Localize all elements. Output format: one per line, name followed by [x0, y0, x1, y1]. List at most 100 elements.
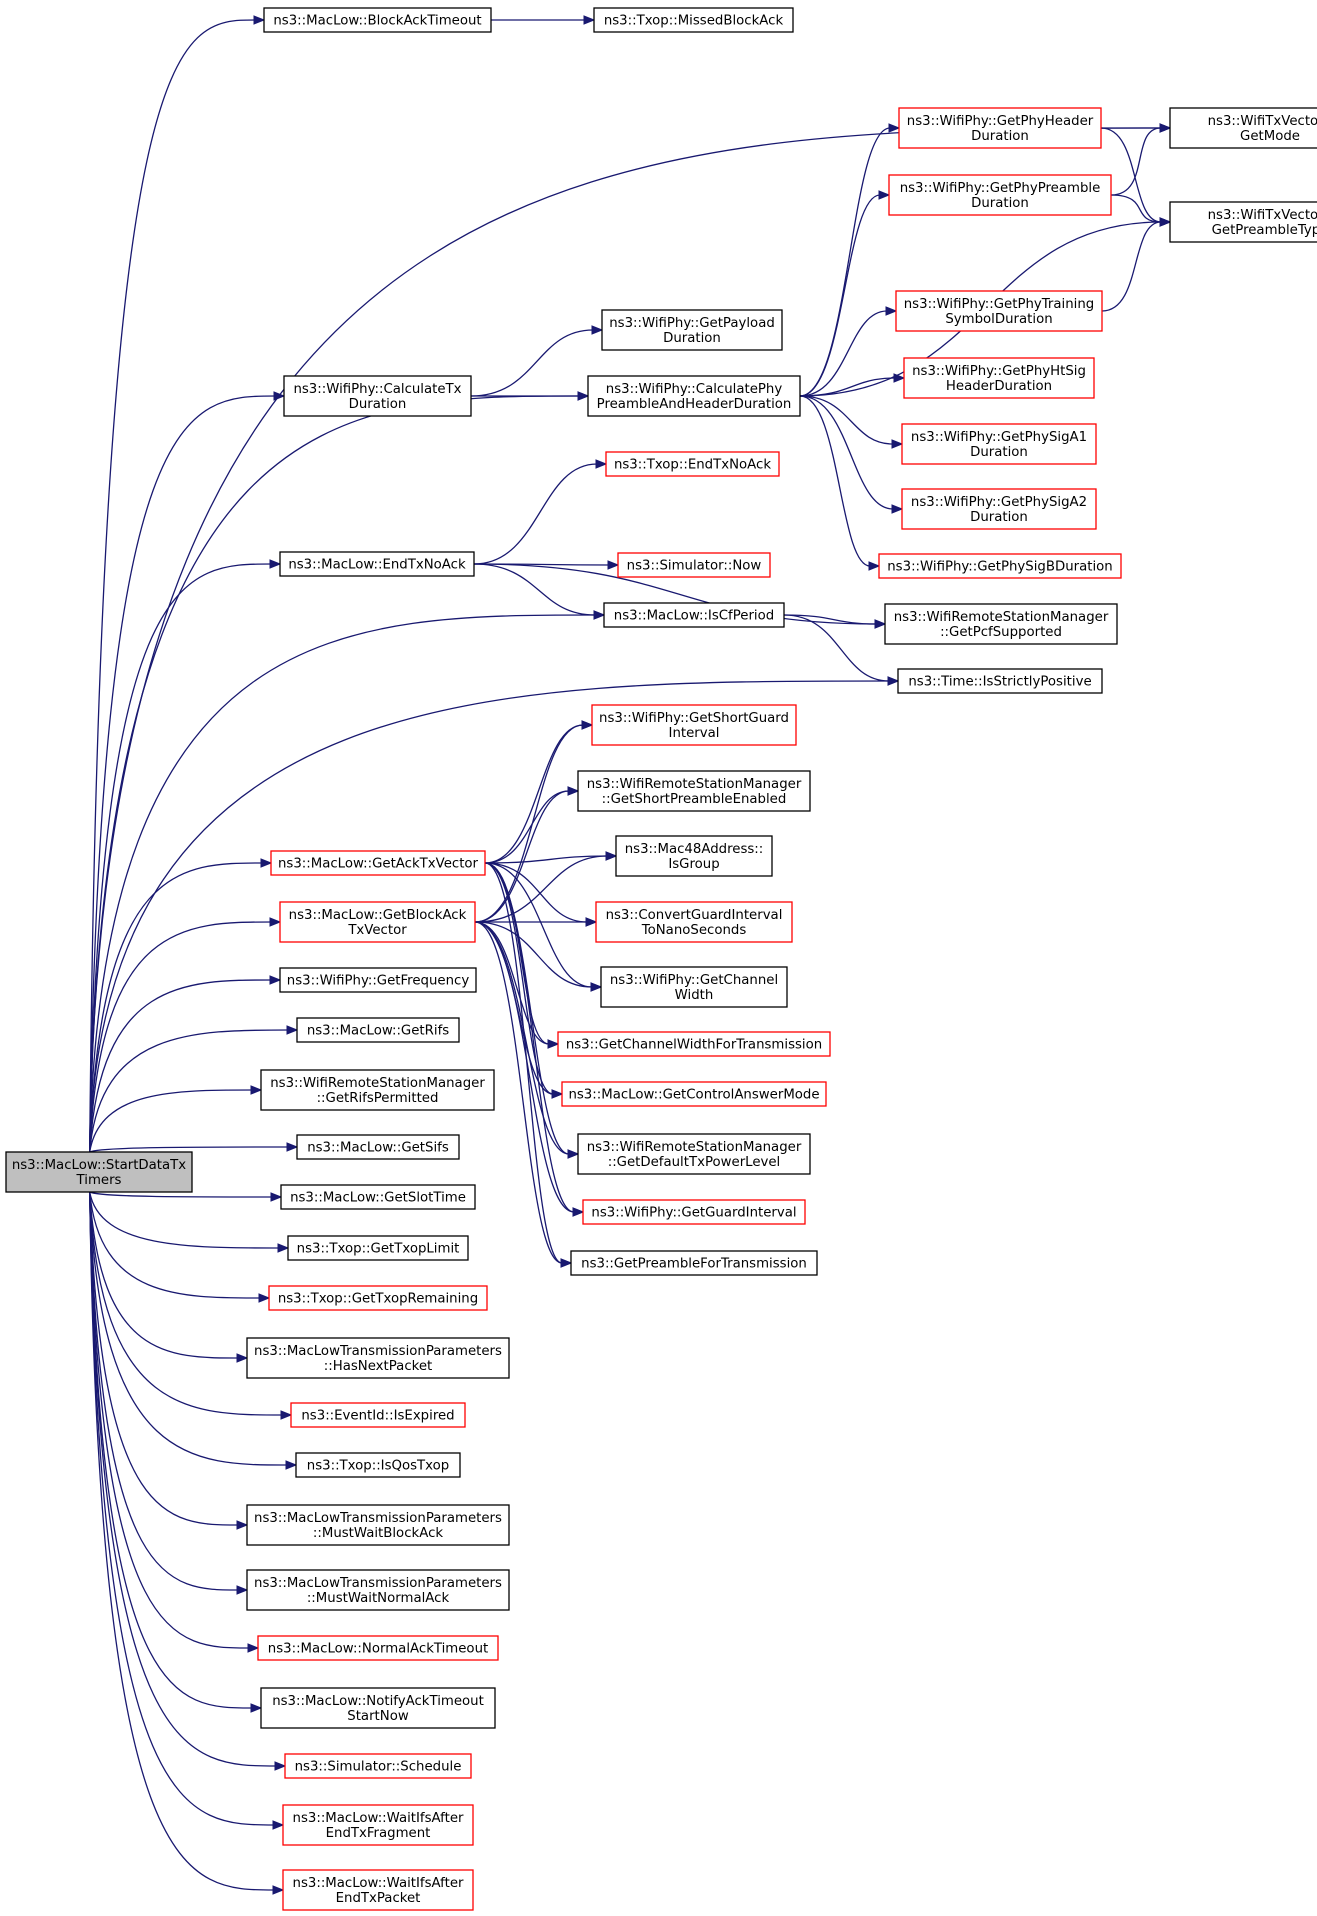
node-box	[617, 552, 771, 578]
node-label-line: ns3::MacLow::EndTxNoAck	[288, 558, 466, 573]
node-calculatephy[interactable]: ns3::WifiPhy::CalculatePhyPreambleAndHea…	[587, 375, 801, 417]
node-getshortpreamble[interactable]: ns3::WifiRemoteStationManager::GetShortP…	[577, 770, 811, 812]
nodes-layer: ns3::MacLow::StartDataTxTimersns3::MacLo…	[5, 7, 1317, 1911]
edge-arrowhead	[260, 858, 273, 868]
node-simnow[interactable]: ns3::Simulator::Now	[617, 552, 771, 578]
node-box	[246, 1337, 510, 1379]
node-missedblockack[interactable]: ns3::Txop::MissedBlockAck	[593, 7, 794, 33]
node-box	[282, 1869, 474, 1911]
node-getdefaulttxpower[interactable]: ns3::WifiRemoteStationManager::GetDefaul…	[577, 1133, 811, 1175]
edge-arrowhead	[891, 439, 904, 449]
edge-arrowhead	[285, 1460, 298, 1470]
node-box	[246, 1569, 510, 1611]
node-getsifs[interactable]: ns3::MacLow::GetSifs	[296, 1134, 460, 1160]
edge-calculatephy-to-getphysiga2	[799, 395, 904, 514]
node-box	[897, 668, 1103, 694]
node-label-line: ns3::MacLow::WaitIfsAfter	[293, 1811, 464, 1826]
edge-arrowhead	[286, 1142, 299, 1152]
node-gettxoplimit[interactable]: ns3::Txop::GetTxopLimit	[287, 1235, 469, 1261]
node-endtxnoack_txop[interactable]: ns3::Txop::EndTxNoAck	[605, 451, 780, 477]
edge-line	[484, 862, 550, 1045]
node-getpcfsupported[interactable]: ns3::WifiRemoteStationManager::GetPcfSup…	[884, 603, 1118, 645]
node-label-line: ns3::WifiPhy::GetChannel	[610, 973, 778, 988]
node-getphytraining[interactable]: ns3::WifiPhy::GetPhyTrainingSymbolDurati…	[895, 290, 1103, 332]
node-mustwaitnormalack[interactable]: ns3::MacLowTransmissionParameters::MustW…	[246, 1569, 510, 1611]
node-endtxnoack_maclow[interactable]: ns3::MacLow::EndTxNoAck	[279, 551, 475, 577]
node-label-line: Duration	[663, 331, 721, 346]
edge-line	[89, 1191, 275, 1826]
node-getacktxvector[interactable]: ns3::MacLow::GetAckTxVector	[270, 850, 486, 876]
edge-line	[473, 563, 596, 616]
node-box	[284, 1753, 472, 1779]
node-hasnextpacket[interactable]: ns3::MacLowTransmissionParameters::HasNe…	[246, 1337, 510, 1379]
node-iscfperiod[interactable]: ns3::MacLow::IsCfPeriod	[603, 602, 785, 628]
edge-line	[89, 1191, 250, 1649]
edge-line	[484, 724, 584, 864]
node-label-line: ns3::Simulator::Schedule	[295, 1760, 462, 1775]
node-label-line: GetMode	[1240, 129, 1300, 144]
edge-arrowhead	[885, 306, 898, 316]
node-gettxopremaining[interactable]: ns3::Txop::GetTxopRemaining	[268, 1285, 488, 1311]
node-label-line: ns3::WifiPhy::GetPhyHtSig	[912, 364, 1086, 379]
node-getslottime[interactable]: ns3::MacLow::GetSlotTime	[280, 1184, 476, 1210]
node-box	[901, 423, 1097, 465]
node-label-line: ::MustWaitNormalAck	[307, 1591, 450, 1606]
edge-line	[89, 1146, 289, 1153]
node-getrifs[interactable]: ns3::MacLow::GetRifs	[296, 1017, 460, 1043]
node-box	[295, 1452, 461, 1478]
node-label-line: Duration	[971, 129, 1029, 144]
node-box	[601, 309, 783, 351]
node-isstrictlypositive[interactable]: ns3::Time::IsStrictlyPositive	[897, 668, 1103, 694]
node-getchannelwidth[interactable]: ns3::WifiPhy::GetChannelWidth	[600, 966, 788, 1008]
node-label-line: ns3::MacLowTransmissionParameters	[254, 1576, 502, 1591]
edge-root-to-notifyacktimeout	[89, 1191, 263, 1713]
edge-line	[484, 862, 588, 923]
node-getmode[interactable]: ns3::WifiTxVector::GetMode	[1169, 107, 1317, 149]
node-box	[279, 967, 477, 993]
node-getphysigb[interactable]: ns3::WifiPhy::GetPhySigBDuration	[878, 553, 1122, 579]
node-isexpired[interactable]: ns3::EventId::IsExpired	[290, 1402, 466, 1428]
node-getfrequency[interactable]: ns3::WifiPhy::GetFrequency	[279, 967, 477, 993]
edge-line	[484, 862, 593, 988]
edge-arrowhead	[577, 391, 590, 401]
edge-line	[474, 790, 570, 923]
edge-line	[89, 395, 580, 1153]
node-getrifspermitted[interactable]: ns3::WifiRemoteStationManager::GetRifsPe…	[260, 1069, 495, 1111]
node-normalacktimeout[interactable]: ns3::MacLow::NormalAckTimeout	[257, 1635, 499, 1661]
edge-line	[89, 563, 272, 1153]
edge-arrowhead	[272, 1820, 285, 1830]
edge-line	[89, 1191, 280, 1249]
node-getchannelwidthfortx[interactable]: ns3::GetChannelWidthForTransmission	[557, 1031, 831, 1057]
edge-root-to-mustwaitblockack	[89, 1191, 249, 1530]
node-label-line: ns3::WifiPhy::GetPhyTraining	[904, 297, 1095, 312]
node-getpreamblefortx[interactable]: ns3::GetPreambleForTransmission	[570, 1250, 818, 1276]
edge-getacktxvector-to-getcontrolanswermode	[484, 862, 564, 1099]
node-isgroup[interactable]: ns3::Mac48Address::IsGroup	[615, 835, 773, 877]
edge-root-to-mustwaitnormalack	[89, 1191, 249, 1595]
node-getcontrolanswermode[interactable]: ns3::MacLow::GetControlAnswerMode	[561, 1081, 827, 1107]
node-blockacktimeout[interactable]: ns3::MacLow::BlockAckTimeout	[263, 7, 492, 33]
node-mustwaitblockack[interactable]: ns3::MacLowTransmissionParameters::MustW…	[246, 1504, 510, 1546]
node-box	[603, 602, 785, 628]
node-simschedule[interactable]: ns3::Simulator::Schedule	[284, 1753, 472, 1779]
node-getpreambletype[interactable]: ns3::WifiTxVector::GetPreambleType	[1169, 201, 1317, 243]
node-getguardinterval[interactable]: ns3::WifiPhy::GetGuardInterval	[582, 1199, 806, 1225]
edge-root-to-getacktxvector	[89, 858, 273, 1153]
node-label-line: ns3::MacLowTransmissionParameters	[254, 1344, 502, 1359]
node-isqostxop[interactable]: ns3::Txop::IsQosTxop	[295, 1452, 461, 1478]
node-label-line: ns3::WifiTxVector::	[1208, 208, 1317, 223]
